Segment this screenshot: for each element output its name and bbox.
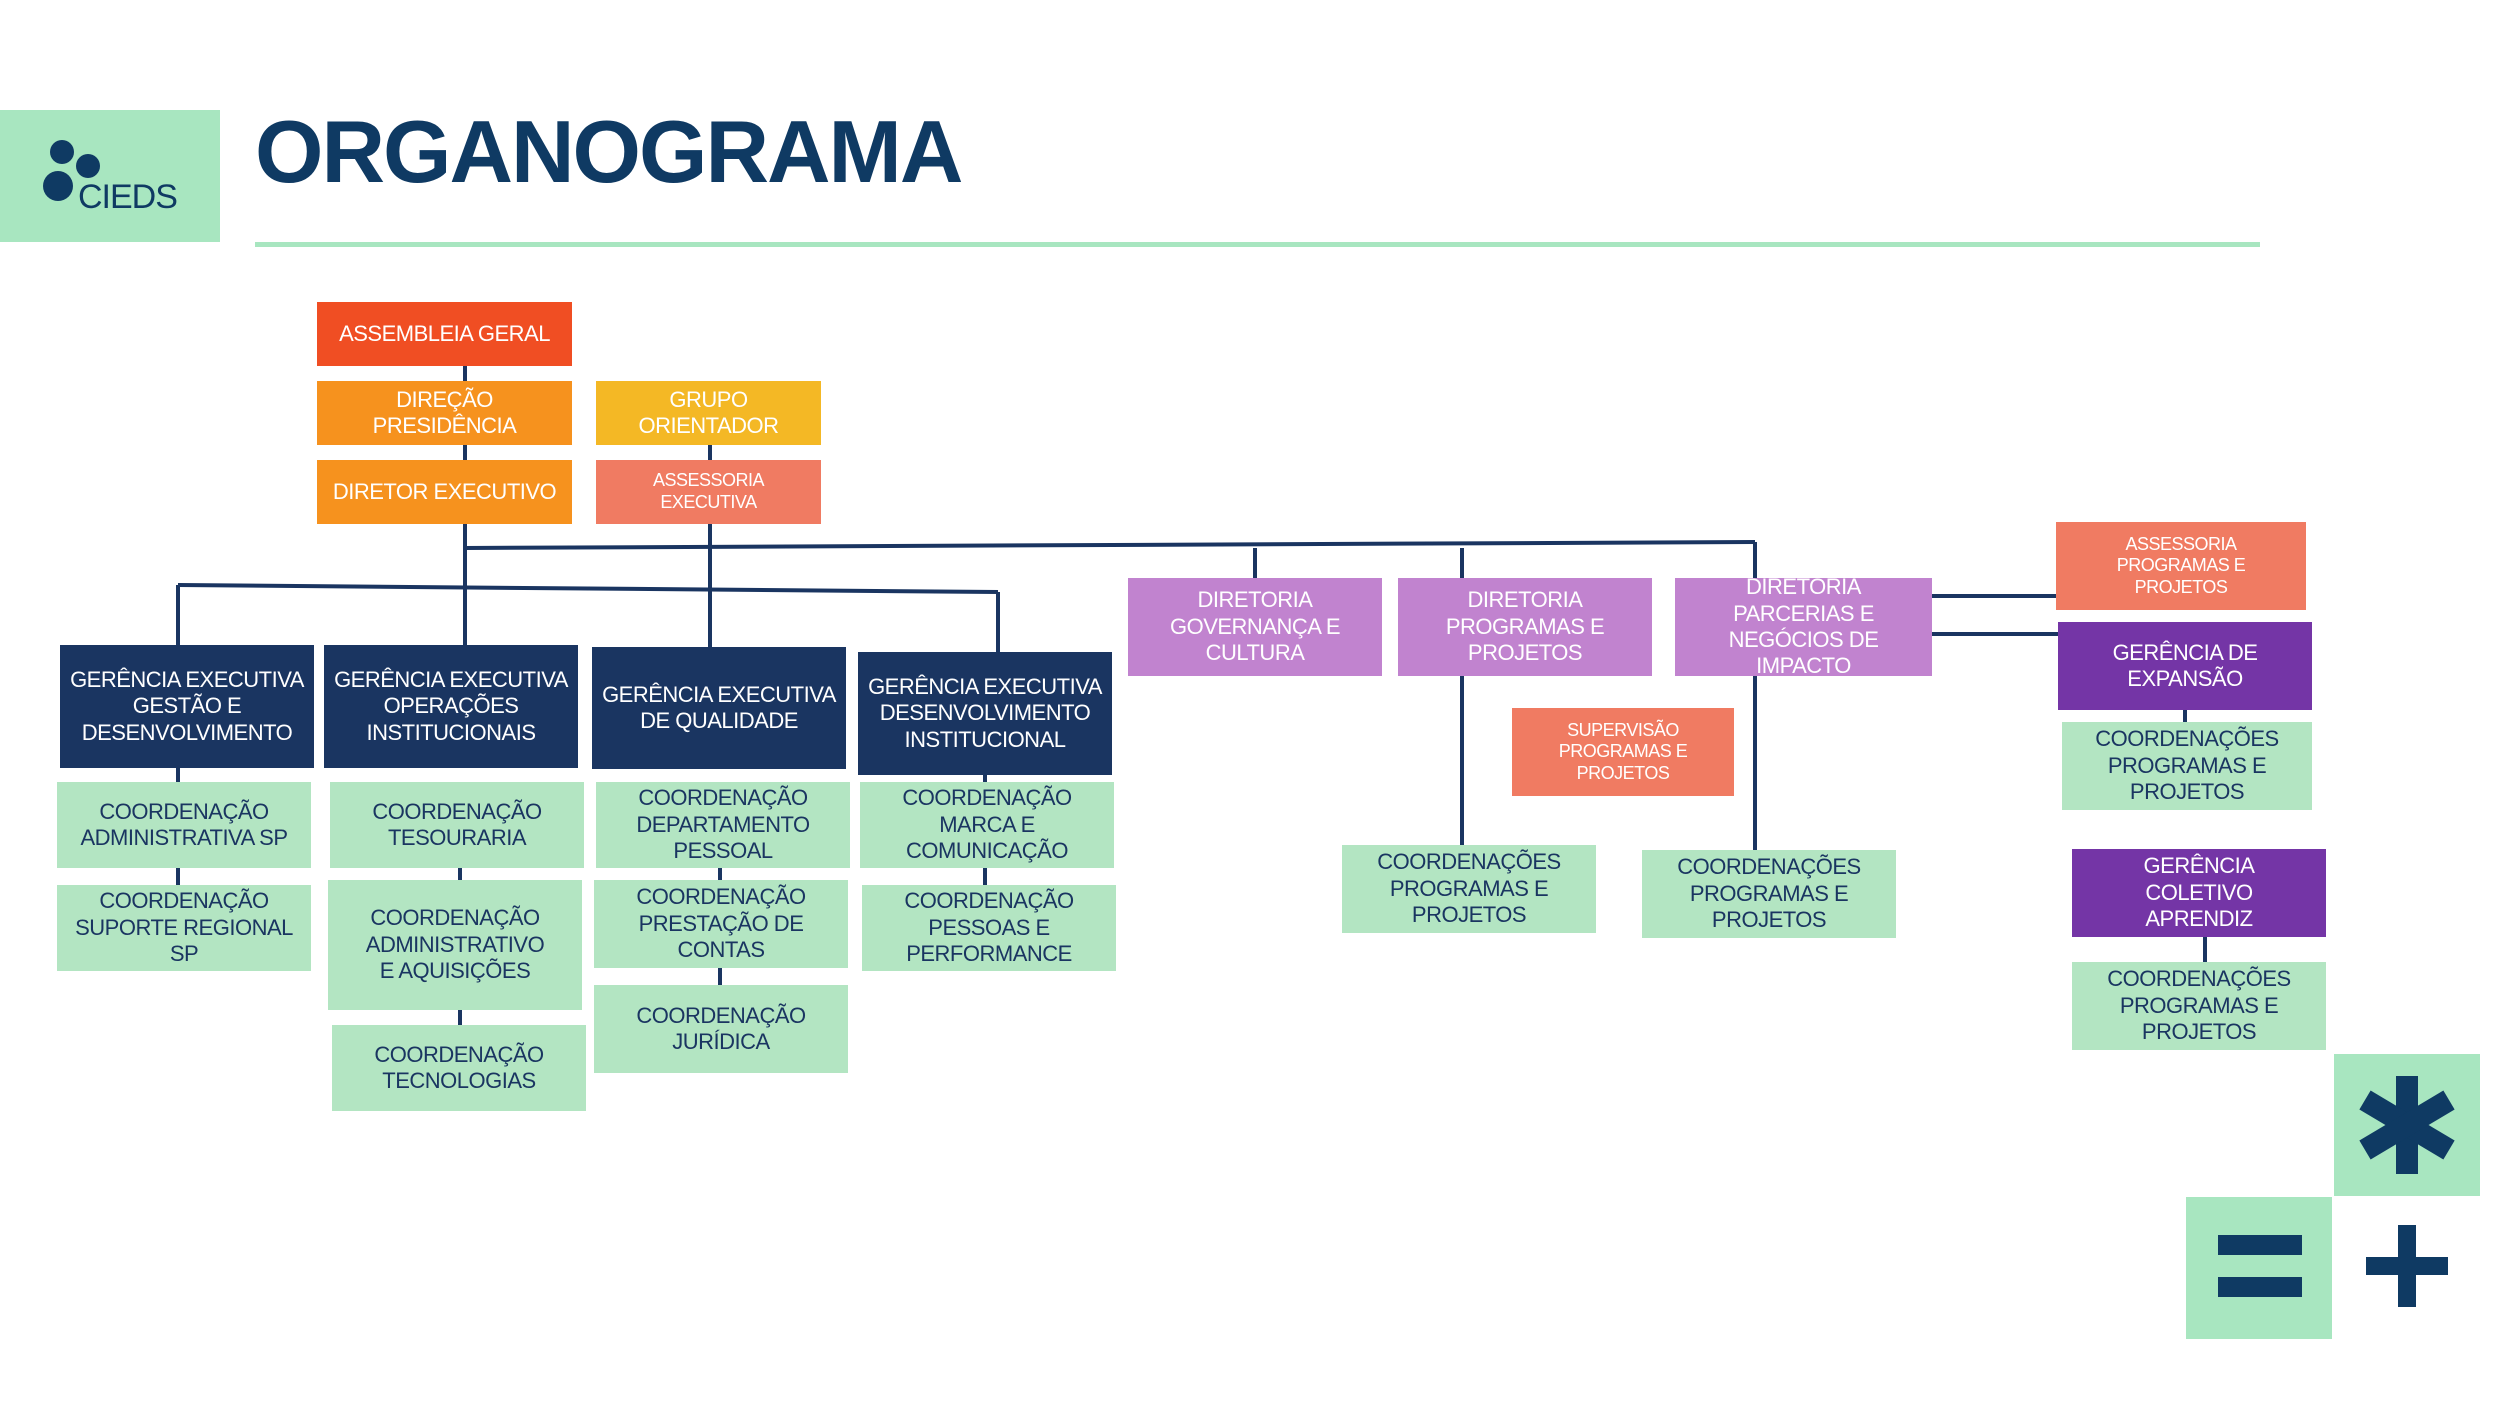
- coord-programas-coletivo-box: COORDENAÇÕES PROGRAMAS E PROJETOS: [2072, 962, 2326, 1050]
- asterisk-icon: [2359, 1076, 2455, 1174]
- diretoria-programas-box: DIRETORIA PROGRAMAS E PROJETOS: [1398, 578, 1652, 676]
- page-title: ORGANOGRAMA: [255, 102, 963, 201]
- decor-asterisk-tile: [2334, 1054, 2480, 1196]
- grupo-orientador-box: GRUPO ORIENTADOR: [596, 381, 821, 445]
- equals-icon: [2218, 1235, 2302, 1297]
- diretor-executivo-box: DIRETOR EXECUTIVO: [317, 460, 572, 524]
- coord-tecnologias-box: COORDENAÇÃO TECNOLOGIAS: [332, 1025, 586, 1111]
- supervisao-programas-box: SUPERVISÃO PROGRAMAS E PROJETOS: [1512, 708, 1734, 796]
- coord-programas-expansao-box: COORDENAÇÕES PROGRAMAS E PROJETOS: [2062, 722, 2312, 810]
- coord-prestacao-contas-box: COORDENAÇÃO PRESTAÇÃO DE CONTAS: [594, 880, 848, 968]
- coord-programas-diretoria-box: COORDENAÇÕES PROGRAMAS E PROJETOS: [1342, 845, 1596, 933]
- decor-equals-tile: [2186, 1197, 2332, 1339]
- coord-marca-comunicacao-box: COORDENAÇÃO MARCA E COMUNICAÇÃO: [860, 782, 1114, 868]
- cieds-logo: CIEDS: [0, 110, 220, 242]
- gerencia-gestao-box: GERÊNCIA EXECUTIVA GESTÃO E DESENVOLVIME…: [60, 645, 314, 768]
- assembleia-geral-box: ASSEMBLEIA GERAL: [317, 302, 572, 366]
- assessoria-executiva-box: ASSESSORIA EXECUTIVA: [596, 460, 821, 524]
- coord-departamento-pessoal-box: COORDENAÇÃO DEPARTAMENTO PESSOAL: [596, 782, 850, 868]
- gerencia-qualidade-box: GERÊNCIA EXECUTIVA DE QUALIDADE: [592, 647, 846, 769]
- coord-administrativa-sp-box: COORDENAÇÃO ADMINISTRATIVA SP: [57, 782, 311, 868]
- logo-text: CIEDS: [78, 178, 178, 216]
- gerencia-operacoes-box: GERÊNCIA EXECUTIVA OPERAÇÕES INSTITUCION…: [324, 645, 578, 768]
- diretoria-governanca-box: DIRETORIA GOVERNANÇA E CULTURA: [1128, 578, 1382, 676]
- coord-juridica-box: COORDENAÇÃO JURÍDICA: [594, 985, 848, 1073]
- direcao-presidencia-box: DIREÇÃO PRESIDÊNCIA: [317, 381, 572, 445]
- coord-administrativo-aquisicoes-box: COORDENAÇÃO ADMINISTRATIVO E AQUISIÇÕES: [328, 880, 582, 1010]
- assessoria-programas-box: ASSESSORIA PROGRAMAS E PROJETOS: [2056, 522, 2306, 610]
- diretoria-parcerias-box: DIRETORIA PARCERIAS E NEGÓCIOS DE IMPACT…: [1675, 574, 1932, 678]
- title-divider: [255, 242, 2260, 247]
- coord-tesouraria-box: COORDENAÇÃO TESOURARIA: [330, 782, 584, 868]
- coord-suporte-regional-box: COORDENAÇÃO SUPORTE REGIONAL SP: [57, 885, 311, 971]
- gerencia-coletivo-aprendiz-box: GERÊNCIA COLETIVO APRENDIZ: [2072, 849, 2326, 937]
- gerencia-desenvolvimento-box: GERÊNCIA EXECUTIVA DESENVOLVIMENTO INSTI…: [858, 652, 1112, 775]
- cieds-logo-icon: [43, 140, 100, 201]
- plus-icon: [2366, 1225, 2448, 1307]
- coord-pessoas-performance-box: COORDENAÇÃO PESSOAS E PERFORMANCE: [862, 885, 1116, 971]
- gerencia-expansao-box: GERÊNCIA DE EXPANSÃO: [2058, 622, 2312, 710]
- coord-programas-parcerias-box: COORDENAÇÕES PROGRAMAS E PROJETOS: [1642, 850, 1896, 938]
